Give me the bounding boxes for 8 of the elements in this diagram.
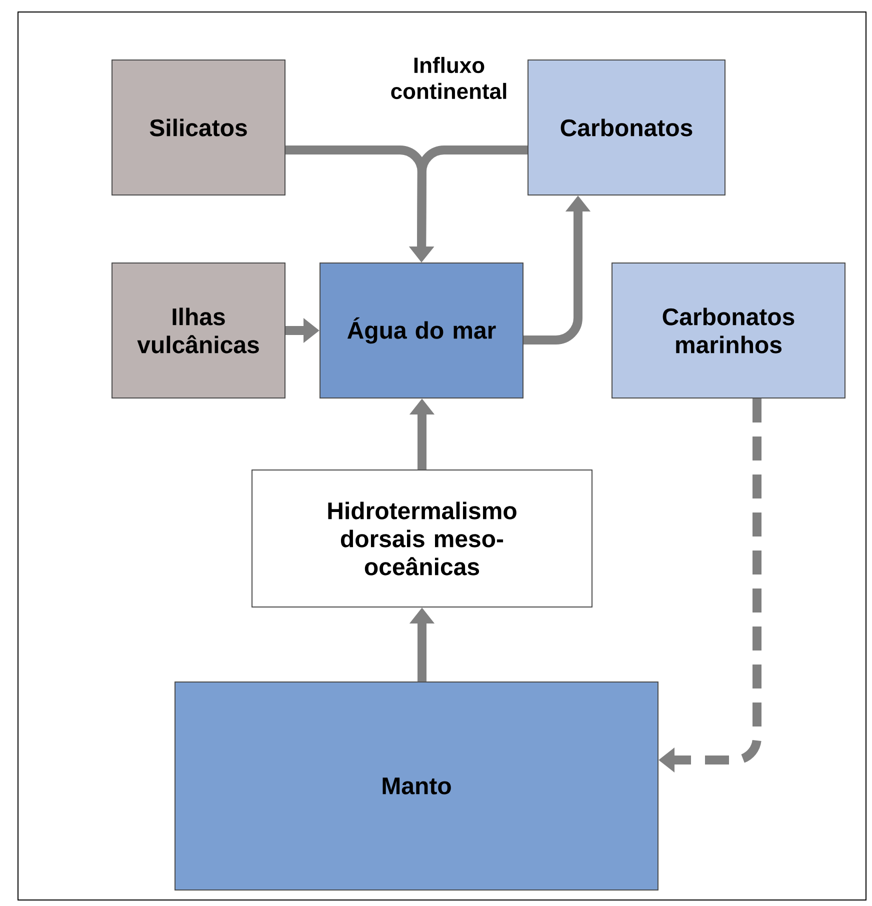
- process-box: Carbonatos marinhos: [612, 262, 846, 398]
- process-box: Manto: [174, 682, 658, 890]
- process-box: Silicatos: [112, 60, 286, 196]
- process-box: Ilhas vulcânicas: [112, 262, 286, 398]
- process-box: Hidrotermalismo dorsais meso-oceânicas: [252, 470, 592, 608]
- annotation-label: Influxo continental: [391, 56, 506, 100]
- process-box: Água do mar: [320, 262, 524, 398]
- process-box: Carbonatos: [528, 60, 726, 196]
